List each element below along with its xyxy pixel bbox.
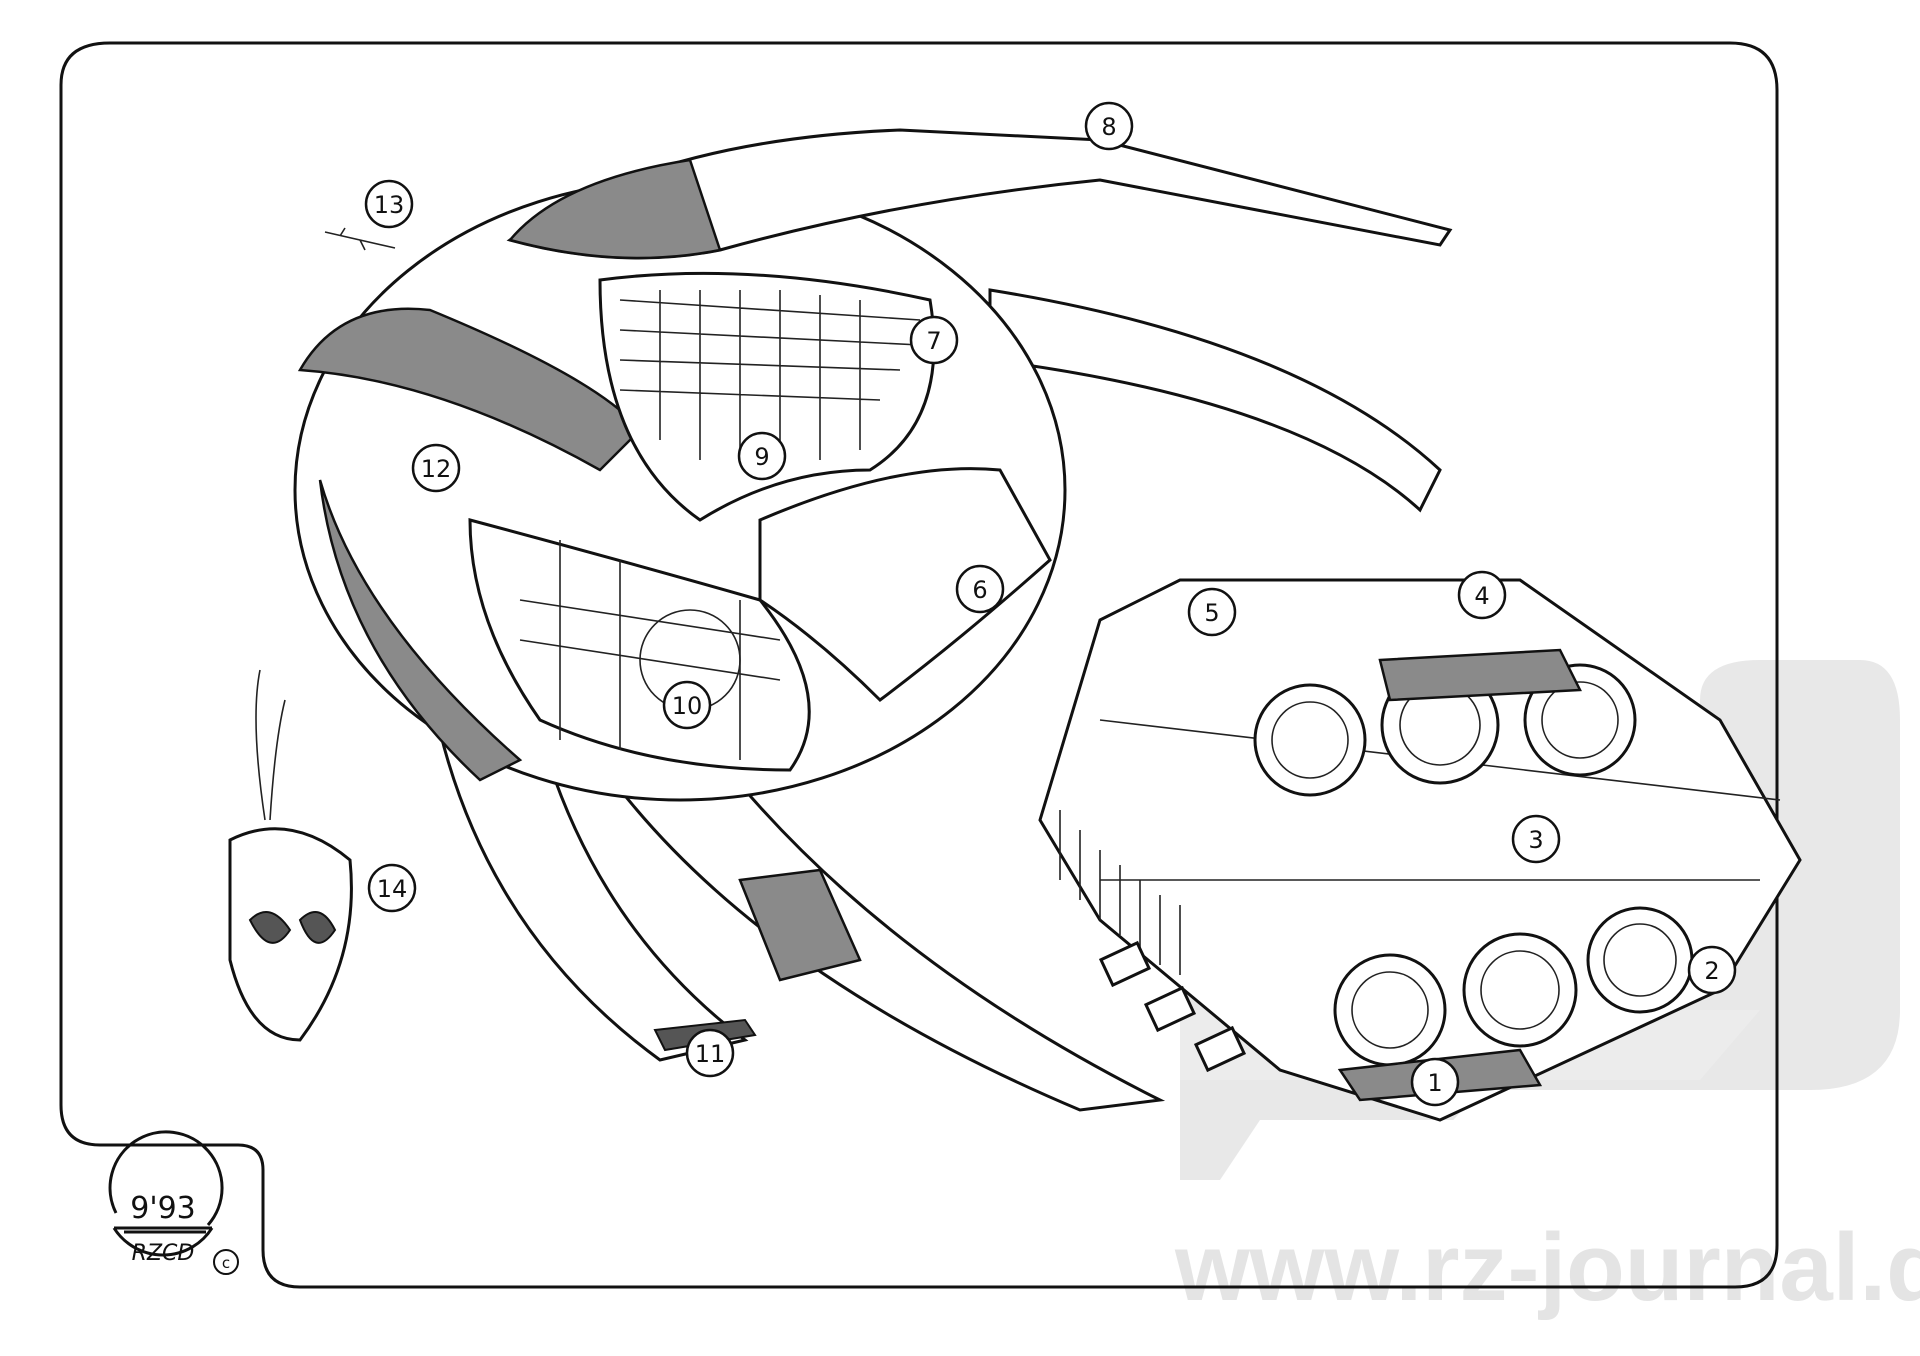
svg-text:4: 4 <box>1474 582 1489 610</box>
callout-4: 4 <box>1457 570 1507 620</box>
svg-text:RZCD: RZCD <box>132 1241 195 1266</box>
svg-text:9: 9 <box>754 443 769 471</box>
svg-text:12: 12 <box>421 455 452 483</box>
callout-13: 13 <box>364 179 414 229</box>
artist-signature: 9'93 RZCD c <box>108 1130 239 1275</box>
svg-text:3: 3 <box>1528 826 1543 854</box>
callout-14: 14 <box>367 863 417 913</box>
copyright-mark: c <box>222 1254 230 1272</box>
svg-text:13: 13 <box>374 191 405 219</box>
spaceship-cutaway <box>228 128 1802 1122</box>
callout-9: 9 <box>737 431 787 481</box>
callout-6: 6 <box>955 564 1005 614</box>
watermark-text: www.rz-journal.de <box>1174 1214 1920 1321</box>
svg-text:14: 14 <box>377 875 408 903</box>
svg-text:8: 8 <box>1101 113 1116 141</box>
callout-5: 5 <box>1187 587 1237 637</box>
callout-11: 11 <box>685 1028 735 1078</box>
callout-12: 12 <box>411 443 461 493</box>
callout-3: 3 <box>1511 814 1561 864</box>
svg-text:9'93: 9'93 <box>130 1191 196 1226</box>
callout-2: 2 <box>1687 945 1737 995</box>
svg-text:2: 2 <box>1704 957 1719 985</box>
callout-7: 7 <box>909 315 959 365</box>
callout-1: 1 <box>1410 1057 1460 1107</box>
drawing-frame <box>59 41 1779 1289</box>
svg-text:5: 5 <box>1204 599 1219 627</box>
callout-8: 8 <box>1084 101 1134 151</box>
svg-text:1: 1 <box>1427 1069 1442 1097</box>
svg-text:11: 11 <box>695 1040 726 1068</box>
svg-text:10: 10 <box>672 692 703 720</box>
svg-text:6: 6 <box>972 576 987 604</box>
interior-grid <box>619 290 921 460</box>
svg-text:7: 7 <box>926 327 941 355</box>
callout-10: 10 <box>662 680 712 730</box>
